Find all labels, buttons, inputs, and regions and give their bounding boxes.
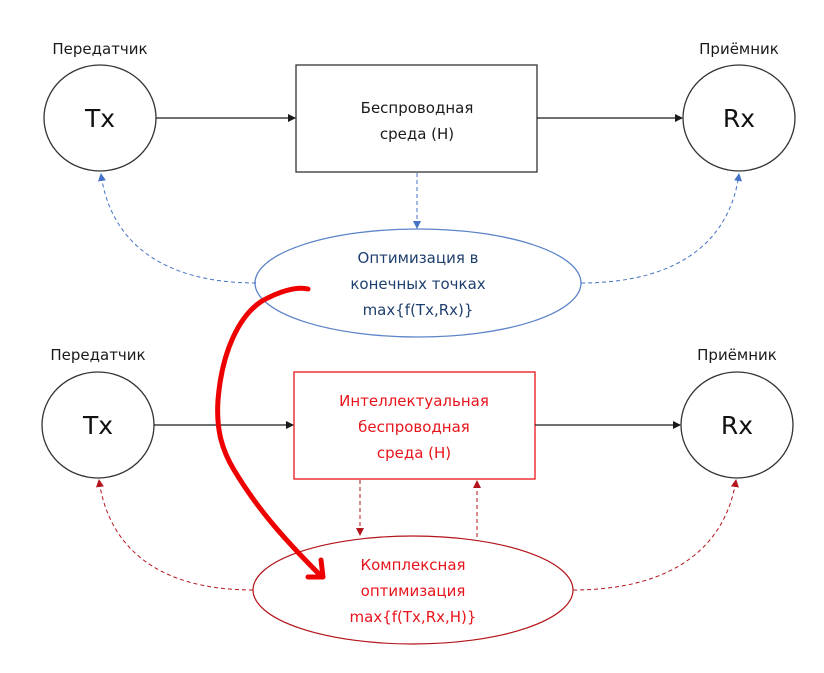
bottom-tx-label: Tx (82, 411, 113, 440)
top-rx-label: Rx (723, 104, 755, 133)
bottom-receiver-node (680, 371, 794, 479)
top-channel-line-2: среда (H) (380, 125, 454, 143)
bottom-channel-line-2: беспроводная (358, 418, 470, 436)
top-rx-caption: Приёмник (699, 40, 779, 58)
top-optimization-line-2: конечных точках (350, 275, 485, 293)
top-receiver-node (682, 64, 796, 172)
bottom-optimization-to-tx-arrow (96, 479, 254, 591)
bottom-channel-line-1: Интеллектуальная (339, 392, 489, 410)
top-tx-label: Tx (84, 104, 115, 133)
top-diagram: Передатчик Приёмник Tx Rx Беспроводная с… (43, 40, 796, 338)
bottom-optimization-line-3: max{f(Tx,Rx,H)} (350, 608, 477, 626)
top-channel-box (295, 64, 538, 173)
bottom-tx-caption: Передатчик (50, 346, 145, 364)
bottom-optimization-to-rx-arrow (572, 479, 739, 591)
top-optimization-line-3: max{f(Tx,Rx)} (363, 301, 474, 319)
bottom-channel-line-3: среда (H) (377, 444, 451, 462)
bottom-diagram: Передатчик Приёмник Tx Rx Интеллектуальн… (41, 346, 794, 645)
top-optimization-to-rx-arrow (580, 173, 743, 284)
top-optimization-line-1: Оптимизация в (358, 249, 479, 267)
top-tx-caption: Передатчик (52, 40, 147, 58)
top-channel-line-1: Беспроводная (361, 99, 474, 117)
bottom-optimization-line-2: оптимизация (361, 582, 466, 600)
hand-drawn-curve (215, 285, 323, 578)
bottom-intelligent-channel-box (293, 371, 536, 480)
bottom-optimization-line-1: Комплексная (360, 556, 465, 574)
bottom-rx-caption: Приёмник (697, 346, 777, 364)
hand-drawn-arrowhead-icon (305, 557, 326, 580)
top-optimization-to-tx-arrow (97, 173, 257, 284)
hand-drawn-transition-arrow (215, 285, 326, 580)
bottom-rx-label: Rx (721, 411, 753, 440)
